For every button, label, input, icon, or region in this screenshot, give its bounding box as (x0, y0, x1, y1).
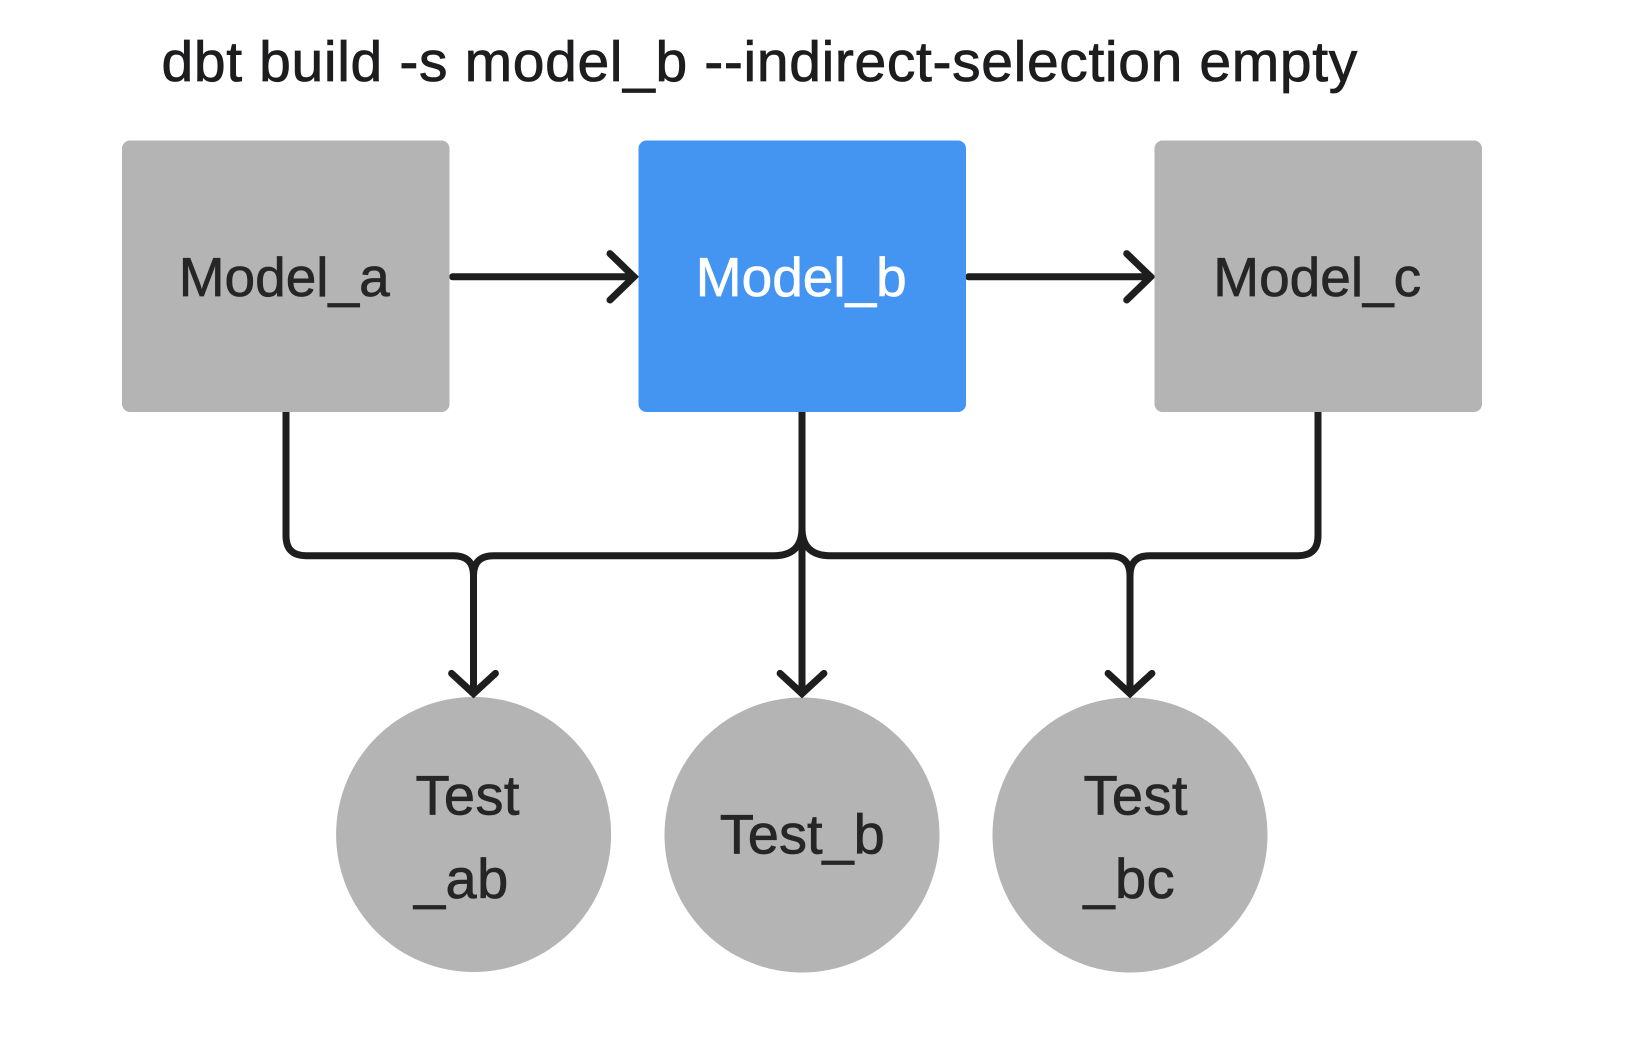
svg-text:Test: Test (1084, 764, 1188, 827)
svg-text:_ab: _ab (413, 847, 509, 910)
svg-text:Test: Test (416, 764, 520, 827)
svg-text:Model_b: Model_b (696, 246, 907, 308)
svg-text:_bc: _bc (1083, 847, 1176, 910)
svg-text:Model_a: Model_a (179, 246, 390, 308)
svg-text:Test_b: Test_b (720, 802, 885, 865)
svg-text:dbt build -s model_b --indirec: dbt build -s model_b --indirect-selectio… (162, 30, 1358, 94)
svg-text:Model_c: Model_c (1213, 246, 1421, 308)
